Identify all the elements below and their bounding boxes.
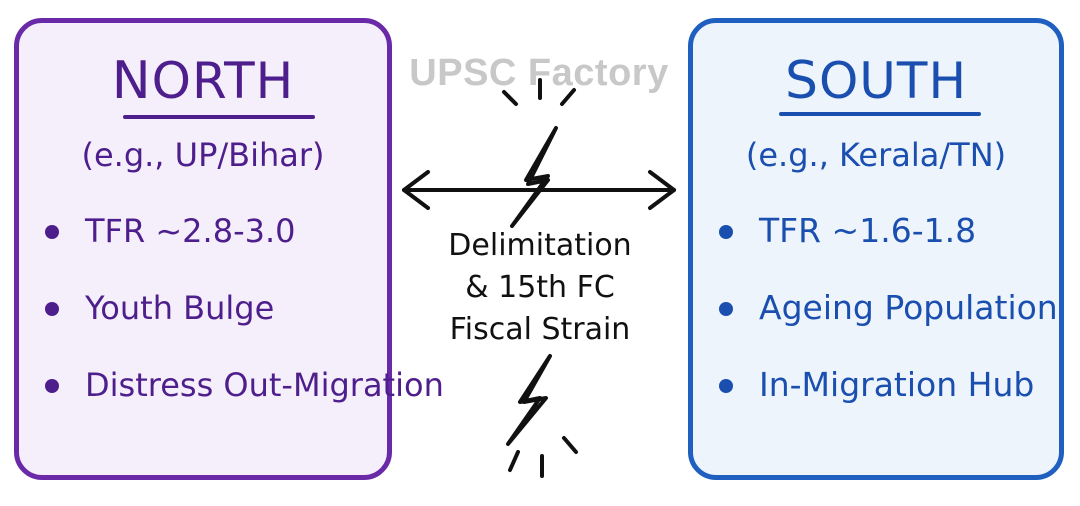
center-graphic — [402, 78, 676, 478]
bullet-dot-icon — [719, 302, 733, 316]
bullet-dot-icon — [719, 225, 733, 239]
north-bullet-text: Youth Bulge — [85, 289, 275, 327]
south-title: SOUTH — [693, 51, 1059, 111]
south-title-underline — [779, 112, 981, 116]
south-bullet-text: Ageing Population — [759, 288, 1058, 327]
north-subtitle: (e.g., UP/Bihar) — [81, 136, 325, 174]
north-title-underline — [123, 115, 315, 119]
center-label-line-2: & 15th FC — [465, 270, 615, 305]
south-panel: SOUTH (e.g., Kerala/TN) TFR ~1.6-1.8 Age… — [688, 18, 1064, 480]
north-bullet-list: TFR ~2.8-3.0 Youth Bulge Distress Out-Mi… — [45, 211, 444, 442]
bullet-dot-icon — [45, 225, 59, 239]
south-bullet-text: In-Migration Hub — [759, 365, 1035, 404]
bullet-dot-icon — [45, 379, 59, 393]
top-spark-lines-icon — [502, 78, 576, 106]
south-bullet-text: TFR ~1.6-1.8 — [759, 211, 977, 250]
north-bullet-item: Distress Out-Migration — [45, 365, 444, 442]
bottom-spark-lines-icon — [508, 436, 578, 478]
center-label-line-3: Fiscal Strain — [449, 312, 631, 347]
south-subtitle: (e.g., Kerala/TN) — [745, 136, 1007, 174]
south-bullet-item: In-Migration Hub — [719, 365, 1058, 442]
north-bullet-item: Youth Bulge — [45, 288, 444, 365]
south-bullet-item: TFR ~1.6-1.8 — [719, 211, 1058, 288]
north-bullet-item: TFR ~2.8-3.0 — [45, 211, 444, 288]
center-label-line-1: Delimitation — [448, 228, 632, 263]
top-lightning-bolt-icon — [510, 126, 558, 228]
bullet-dot-icon — [45, 302, 59, 316]
bullet-dot-icon — [719, 379, 733, 393]
north-title-initial: N — [111, 51, 152, 111]
north-title: NORTH — [19, 51, 387, 111]
south-title-initial: S — [784, 51, 819, 111]
south-bullet-list: TFR ~1.6-1.8 Ageing Population In-Migrat… — [719, 211, 1058, 442]
north-title-rest: ORTH — [151, 52, 295, 110]
north-bullet-text: Distress Out-Migration — [85, 366, 444, 404]
bottom-lightning-bolt-icon — [506, 354, 552, 446]
north-panel: NORTH (e.g., UP/Bihar) TFR ~2.8-3.0 Yout… — [14, 18, 444, 480]
south-bullet-item: Ageing Population — [719, 288, 1058, 365]
south-title-rest: OUTH — [818, 52, 968, 110]
north-bullet-text: TFR ~2.8-3.0 — [85, 212, 296, 250]
